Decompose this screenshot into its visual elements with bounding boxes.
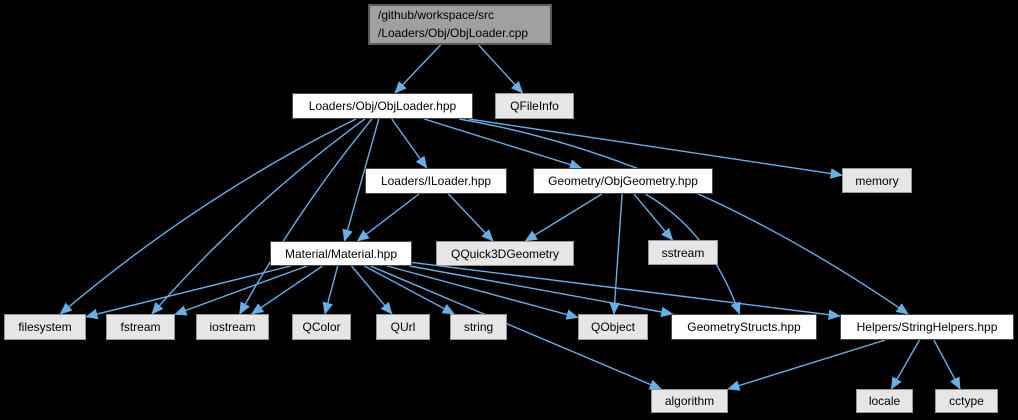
edge-root-to-qfileinfo [478,44,524,94]
node-fstream: fstream [106,314,175,340]
edge-objloader_hpp-to-objgeometry_hpp [423,118,583,170]
node-algorithm: algorithm [651,389,728,413]
node-qquick3dgeometry: QQuick3DGeometry [436,241,574,266]
node-objloader-hpp[interactable]: Loaders/Obj/ObjLoader.hpp [292,93,473,119]
edge-material_hpp-to-qurl [350,265,393,315]
edge-stringhelpers_hpp-to-cctype [933,339,961,390]
edge-material_hpp-to-stringhelpers_hpp [411,261,841,320]
edge-material_hpp-to-qobject [387,265,579,320]
node-filesystem: filesystem [4,314,86,340]
node-stringhelpers-hpp[interactable]: Helpers/StringHelpers.hpp [840,314,1014,340]
edge-objgeometry_hpp-to-sstream [633,193,674,241]
node-objloader-cpp-line2: /Loaders/Obj/ObjLoader.cpp [378,25,529,40]
node-sstream: sstream [648,240,718,265]
edge-material_hpp-to-fstream [174,265,308,316]
node-string: string [450,314,507,340]
edge-objloader_hpp-to-stringhelpers_hpp [459,118,909,315]
edge-root-to-objloader_hpp [394,44,442,94]
node-material-hpp[interactable]: Material/Material.hpp [270,241,412,266]
node-objloader-cpp: /github/workspace/src /Loaders/Obj/ObjLo… [368,4,552,45]
node-objloader-cpp-line1: /github/workspace/src [378,8,495,23]
edge-objgeometry_hpp-to-qobject [609,193,623,315]
node-geometrystructs-hpp[interactable]: GeometryStructs.hpp [671,314,817,340]
node-locale: locale [856,389,913,413]
node-qcolor: QColor [292,314,351,340]
edge-objloader_hpp-to-iloader_hpp [391,118,428,169]
edge-objgeometry_hpp-to-qquick3dgeometry [524,193,603,242]
node-qurl: QUrl [376,314,430,340]
edge-objloader_hpp-to-fstream [151,118,366,315]
edge-objloader_hpp-to-filesystem [59,118,357,315]
edge-material_hpp-to-algorithm [370,265,662,390]
edge-material_hpp-to-geometrystructs_hpp [409,265,674,318]
edge-iloader_hpp-to-qquick3dgeometry [447,193,494,242]
node-objgeometry-hpp[interactable]: Geometry/ObjGeometry.hpp [533,168,713,194]
edge-material_hpp-to-filesystem [85,265,291,320]
edge-objloader_hpp-to-iostream [239,118,373,315]
node-qobject: QObject [578,314,648,340]
node-iostream: iostream [196,314,269,340]
edge-material_hpp-to-iostream [251,265,323,315]
edge-material_hpp-to-qcolor [322,265,339,315]
edge-stringhelpers_hpp-to-algorithm [727,339,886,391]
edge-iloader_hpp-to-material_hpp [356,193,420,242]
node-iloader-hpp[interactable]: Loaders/ILoader.hpp [365,168,507,194]
node-qfileinfo: QFileInfo [495,93,574,119]
edge-objloader_hpp-to-material_hpp [342,118,380,242]
node-memory: memory [842,168,912,193]
edge-material_hpp-to-string [364,265,455,315]
edge-objloader_hpp-to-memory [468,118,843,179]
node-cctype: cctype [935,389,998,413]
edge-stringhelpers_hpp-to-locale [890,339,921,390]
